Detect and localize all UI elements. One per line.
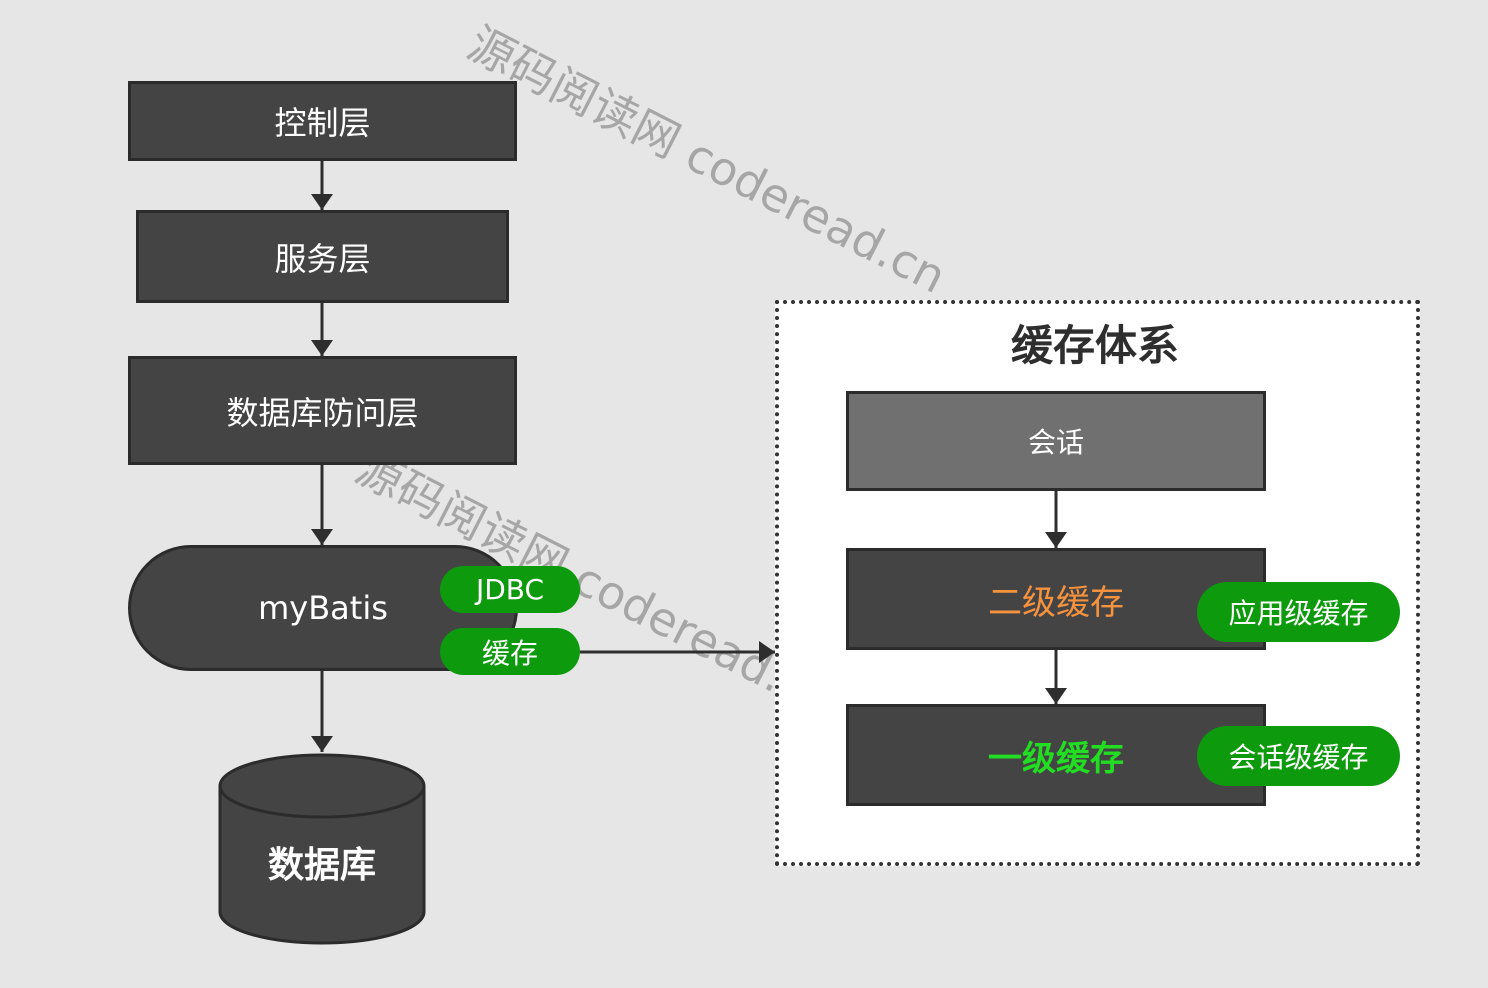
level2-cache-label: 二级缓存 — [988, 582, 1124, 623]
cache-system-title: 缓存体系 — [1010, 320, 1179, 370]
mybatis-label: myBatis — [258, 589, 388, 627]
controller-layer-box: 控制层 — [128, 81, 517, 161]
jdbc-tag-label: JDBC — [475, 573, 545, 606]
database-label: 数据库 — [267, 845, 376, 886]
session-box: 会话 — [846, 391, 1266, 491]
session-cache-label: 会话级缓存 — [1228, 741, 1369, 774]
level1-cache-box: 一级缓存 — [846, 704, 1266, 806]
cache-tag-label: 缓存 — [481, 636, 538, 670]
level1-cache-label: 一级缓存 — [988, 738, 1124, 779]
application-cache-label: 应用级缓存 — [1228, 597, 1369, 630]
application-cache-tag: 应用级缓存 — [1197, 582, 1400, 642]
cache-tag: 缓存 — [440, 628, 580, 675]
jdbc-tag: JDBC — [440, 566, 580, 613]
level2-cache-box: 二级缓存 — [846, 548, 1266, 650]
data-access-layer-label: 数据库防问层 — [226, 393, 419, 432]
controller-layer-label: 控制层 — [274, 104, 371, 142]
session-cache-tag: 会话级缓存 — [1197, 726, 1400, 786]
service-layer-box: 服务层 — [136, 210, 509, 303]
data-access-layer-box: 数据库防问层 — [128, 356, 517, 465]
service-layer-label: 服务层 — [274, 239, 371, 278]
session-label: 会话 — [1027, 426, 1084, 459]
